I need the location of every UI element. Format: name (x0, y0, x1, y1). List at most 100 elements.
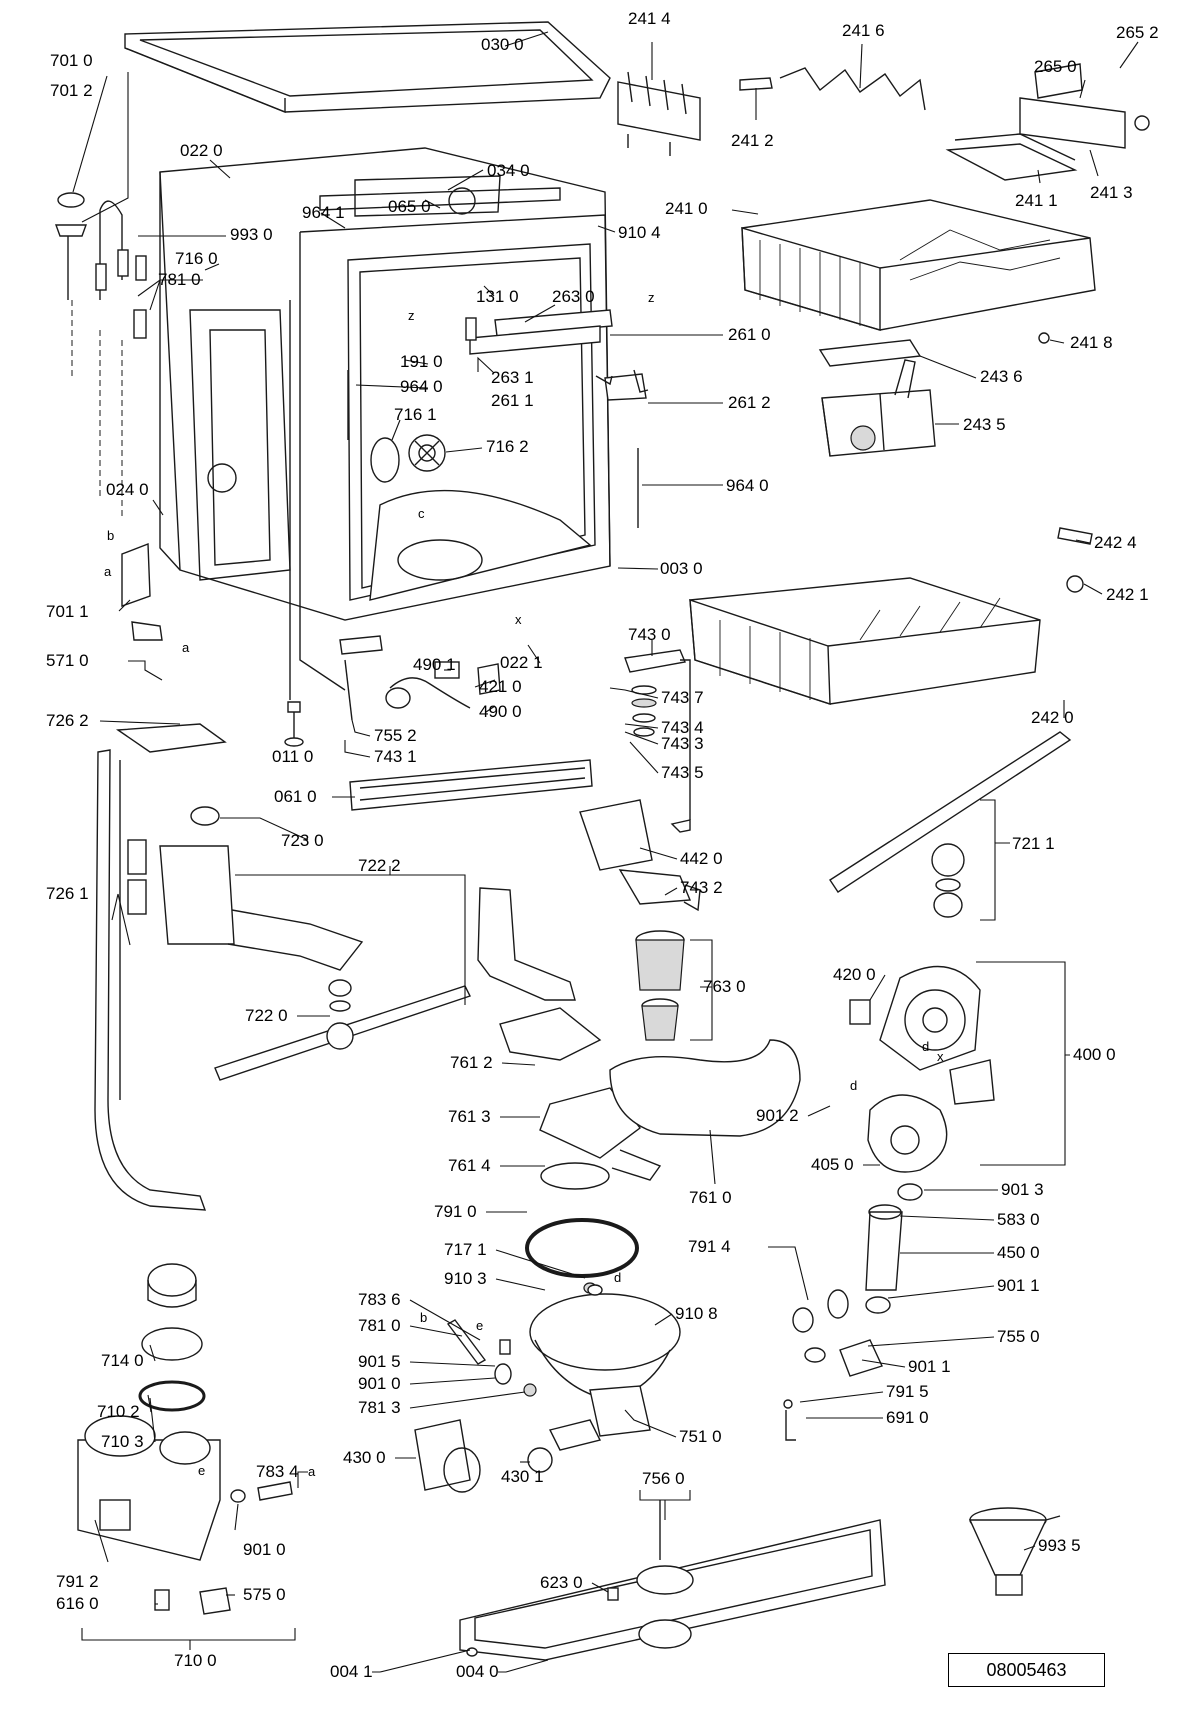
callout-label: 421 0 (479, 677, 522, 696)
clip-242-4 (1057, 527, 1093, 545)
callout-label: 791 0 (434, 1202, 477, 1221)
funnel-993-5 (968, 1507, 1061, 1596)
callout-label: 575 0 (243, 1585, 286, 1604)
callout-label: 701 2 (50, 81, 93, 100)
callout-label: 751 0 (679, 1427, 722, 1446)
letter-label: a (182, 640, 190, 655)
rack-clip-241-2 (739, 77, 773, 91)
callout-label: 024 0 (106, 480, 149, 499)
callout-label: 261 0 (728, 325, 771, 344)
letter-label: z (408, 308, 415, 323)
letter-label: c (418, 506, 425, 521)
letter-label: e (198, 1463, 205, 1478)
callout-label: 722 2 (358, 856, 401, 875)
seal-strip (347, 370, 639, 528)
callout-label: 242 4 (1094, 533, 1137, 552)
callout-label: 723 0 (281, 831, 324, 850)
callout-label: 763 0 (703, 977, 746, 996)
callout-label: 743 7 (661, 688, 704, 707)
flowmeter-430 (414, 1419, 553, 1493)
callout-label: 420 0 (833, 965, 876, 984)
callout-label: 616 0 (56, 1594, 99, 1613)
callout-label: 716 2 (486, 437, 529, 456)
letter-label: z (648, 290, 655, 305)
letter-label: e (476, 1318, 483, 1333)
callout-label: 781 0 (358, 1316, 401, 1335)
small-parts-left-sump (446, 1284, 603, 1397)
callout-label: 430 0 (343, 1448, 386, 1467)
callout-label: 901 1 (908, 1357, 951, 1376)
connector-783-4 (230, 1481, 293, 1503)
connection-letters: a b c d e x z a b d e d x z a (104, 290, 944, 1479)
callout-label: 243 5 (963, 415, 1006, 434)
callout-label: 964 0 (726, 476, 769, 495)
callout-label: 781 0 (158, 270, 201, 289)
callout-label: 722 0 (245, 1006, 288, 1025)
callout-label: 400 0 (1073, 1045, 1116, 1064)
callout-label: 761 4 (448, 1156, 491, 1175)
callout-label: 241 4 (628, 9, 671, 28)
callout-label: 901 5 (358, 1352, 401, 1371)
screw-011-0 (284, 701, 304, 747)
letter-label: x (515, 612, 522, 627)
callout-label: 743 1 (374, 747, 417, 766)
letter-label: b (107, 528, 114, 543)
letter-label: d (922, 1039, 929, 1054)
small-parts-mid (339, 635, 501, 721)
callout-label: 743 3 (661, 734, 704, 753)
spray-arm-722 (159, 806, 471, 1081)
rack-accessories-265 (945, 63, 1150, 181)
callout-label: 065 0 (388, 197, 431, 216)
callout-label: 743 4 (661, 718, 704, 737)
callout-label: 710 2 (97, 1402, 140, 1421)
callout-label: 761 0 (689, 1188, 732, 1207)
callout-label: 743 2 (680, 878, 723, 897)
callout-label: 265 0 (1034, 57, 1077, 76)
callout-label: 756 0 (642, 1469, 685, 1488)
callout-label: 442 0 (680, 849, 723, 868)
document-number: 08005463 (986, 1659, 1067, 1680)
callout-label: 003 0 (660, 559, 703, 578)
cutlery-basket-243 (818, 339, 936, 457)
callout-label: 261 1 (491, 391, 534, 410)
callout-label: 241 3 (1090, 183, 1133, 202)
leader-lines (72, 31, 1139, 1673)
spray-arm-721-1 (829, 731, 1072, 918)
callout-label: 791 5 (886, 1382, 929, 1401)
base-004-0 (459, 1500, 886, 1661)
callout-label: 004 0 (456, 1662, 499, 1681)
callout-label: 034 0 (487, 161, 530, 180)
hoses-left (55, 192, 151, 607)
callout-label: 761 2 (450, 1053, 493, 1072)
wire-241-6 (779, 67, 926, 111)
callout-label: 030 0 (481, 35, 524, 54)
rails-261-263 (465, 309, 649, 401)
callout-label: 263 0 (552, 287, 595, 306)
callout-label: 901 3 (1001, 1180, 1044, 1199)
callout-label: 726 2 (46, 711, 89, 730)
nozzles-716 (370, 434, 446, 483)
gasket-791-0 (525, 1218, 639, 1278)
callout-label: 781 3 (358, 1398, 401, 1417)
upper-basket-241-0 (741, 199, 1096, 331)
callout-label: 791 4 (688, 1237, 731, 1256)
callout-label: 701 0 (50, 51, 93, 70)
callout-label: 022 0 (180, 141, 223, 160)
callout-label: 242 1 (1106, 585, 1149, 604)
callout-label: 450 0 (997, 1243, 1040, 1262)
callout-label: 910 8 (675, 1304, 718, 1323)
callout-label: 901 0 (358, 1374, 401, 1393)
callout-label: 716 0 (175, 249, 218, 268)
callout-label: 263 1 (491, 368, 534, 387)
callout-label: 755 0 (997, 1327, 1040, 1346)
sump-761 (477, 887, 801, 1190)
callout-label: 710 3 (101, 1432, 144, 1451)
callout-label: 964 1 (302, 203, 345, 222)
callout-label: 783 6 (358, 1290, 401, 1309)
callout-label: 241 8 (1070, 333, 1113, 352)
motor-400-0 (849, 965, 995, 1201)
callout-label: 714 0 (101, 1351, 144, 1370)
callout-label: 755 2 (374, 726, 417, 745)
callout-label: 721 1 (1012, 834, 1055, 853)
